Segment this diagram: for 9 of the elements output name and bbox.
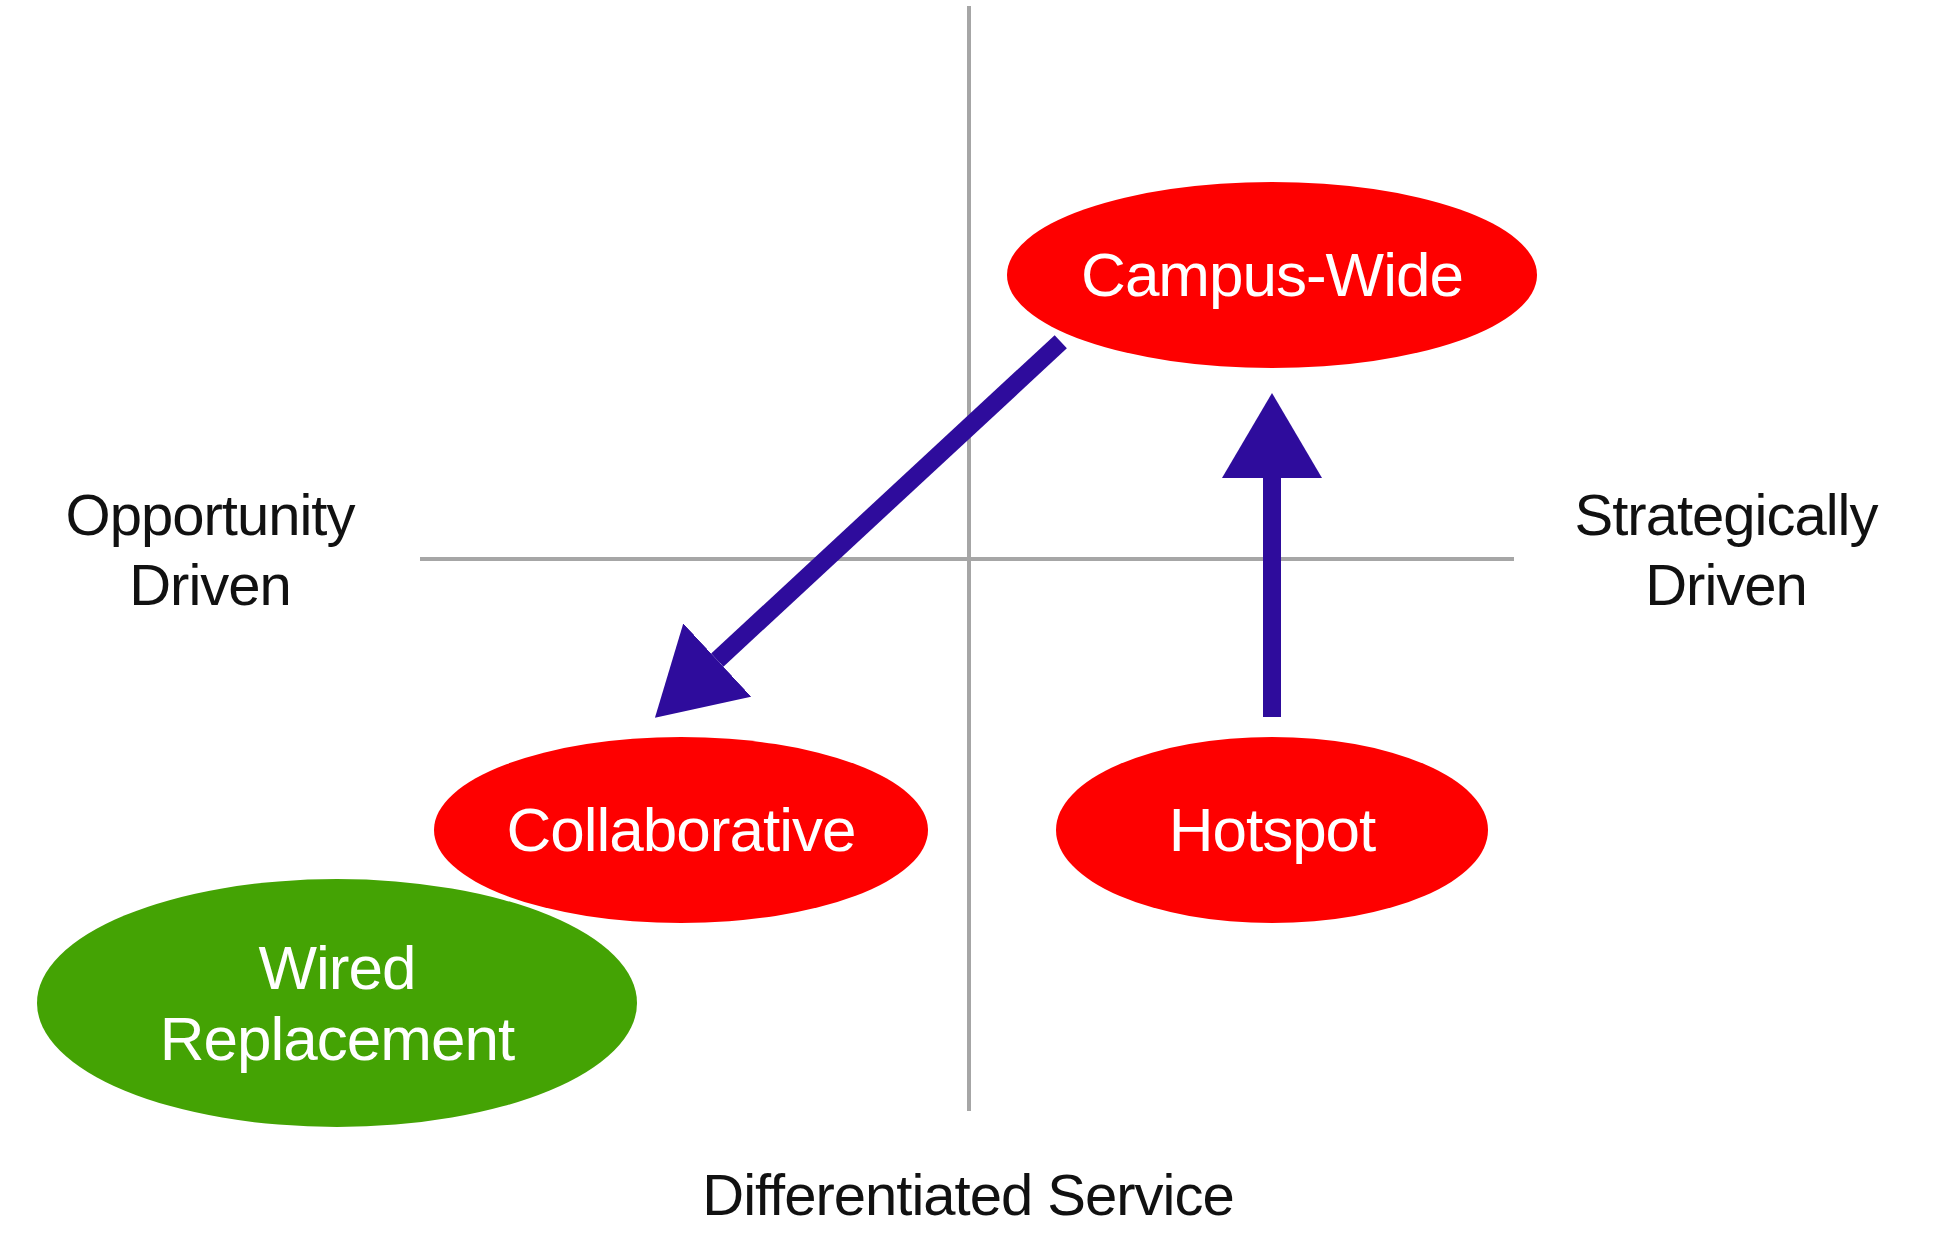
node-label: Collaborative [506,794,856,866]
axis-label: Strategically Driven [1573,481,1879,619]
node-label: Wired Replacement [158,931,516,1075]
axis-label: Opportunity Driven [64,481,356,619]
node-label: Campus-Wide [1081,239,1463,311]
arrow [1222,393,1322,717]
axis-label: Differentiated Service [701,1161,1235,1229]
arrow [654,335,1067,718]
node-label: Hotspot [1168,794,1376,866]
